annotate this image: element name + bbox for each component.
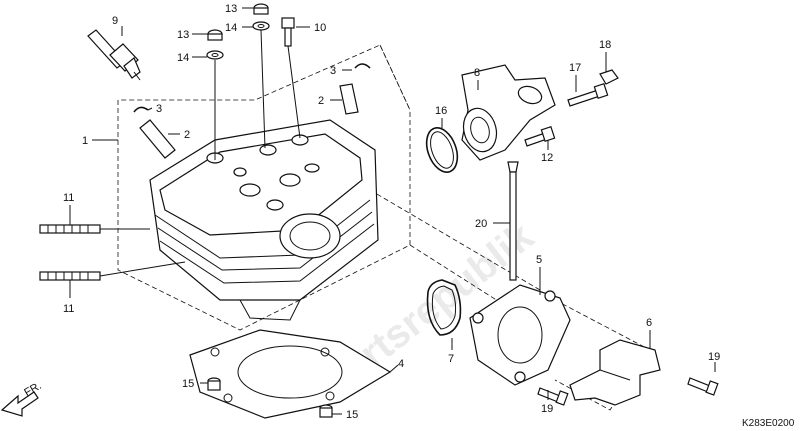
o-ring <box>425 127 459 173</box>
washer-upper <box>252 21 270 31</box>
cover-5 <box>469 284 571 386</box>
callout-2-left: 2 <box>184 129 190 141</box>
callout-7: 7 <box>448 353 454 365</box>
nut-lower <box>207 29 223 41</box>
bolt-20 <box>507 161 519 281</box>
bolt-10 <box>281 17 295 47</box>
callout-18: 18 <box>599 39 611 51</box>
callout-11-lower: 11 <box>63 303 74 315</box>
callout-16: 16 <box>435 105 447 117</box>
cylinder-head <box>149 119 379 321</box>
callout-8: 8 <box>474 67 480 79</box>
bolt-19-right <box>687 377 719 396</box>
callout-5: 5 <box>536 254 542 266</box>
callout-13-upper: 13 <box>225 3 237 15</box>
leader-lines-right <box>200 52 716 415</box>
stud-bolt-lower <box>39 271 101 281</box>
front-marker-label: FR. <box>22 380 43 399</box>
callout-19-right: 19 <box>708 351 720 363</box>
nut-upper <box>253 3 269 15</box>
callout-4: 4 <box>398 358 404 370</box>
diagram-code: K283E0200 <box>742 418 795 429</box>
clip-right <box>354 63 371 69</box>
clip-left <box>133 106 149 113</box>
callout-20: 20 <box>475 218 487 230</box>
callout-14-upper: 14 <box>225 22 237 34</box>
bolt-17 <box>567 82 609 107</box>
gasket-7 <box>426 279 462 336</box>
dowel-pin-left <box>207 377 221 391</box>
leader-lines <box>69 7 352 298</box>
callout-6: 6 <box>646 317 652 329</box>
callout-1: 1 <box>82 135 88 147</box>
nut-18 <box>599 69 619 85</box>
washer-lower <box>206 50 224 60</box>
bolt-19-left <box>537 387 569 406</box>
intake-manifold <box>461 64 556 161</box>
front-direction-arrow <box>0 391 39 417</box>
callout-2-right: 2 <box>318 95 324 107</box>
callout-3-left: 3 <box>156 103 162 115</box>
bolt-12 <box>524 125 556 147</box>
callout-15-left: 15 <box>182 378 194 390</box>
callout-17: 17 <box>569 62 581 74</box>
callout-12: 12 <box>541 152 553 164</box>
callout-11-upper: 11 <box>63 192 74 204</box>
callout-9: 9 <box>112 15 118 27</box>
bracket-6 <box>569 339 661 406</box>
callout-10: 10 <box>314 22 326 34</box>
spark-plug <box>87 29 141 81</box>
callout-19-left: 19 <box>541 403 553 415</box>
callout-3-right: 3 <box>330 65 336 77</box>
valve-guide-right <box>339 83 359 115</box>
stud-bolt-upper <box>39 224 101 234</box>
dowel-pin-right <box>319 404 333 418</box>
callout-15-right: 15 <box>346 409 358 421</box>
callout-13-lower: 13 <box>177 29 189 41</box>
callout-14-lower: 14 <box>177 52 189 64</box>
head-gasket <box>189 329 392 419</box>
valve-guide-left <box>139 119 176 159</box>
